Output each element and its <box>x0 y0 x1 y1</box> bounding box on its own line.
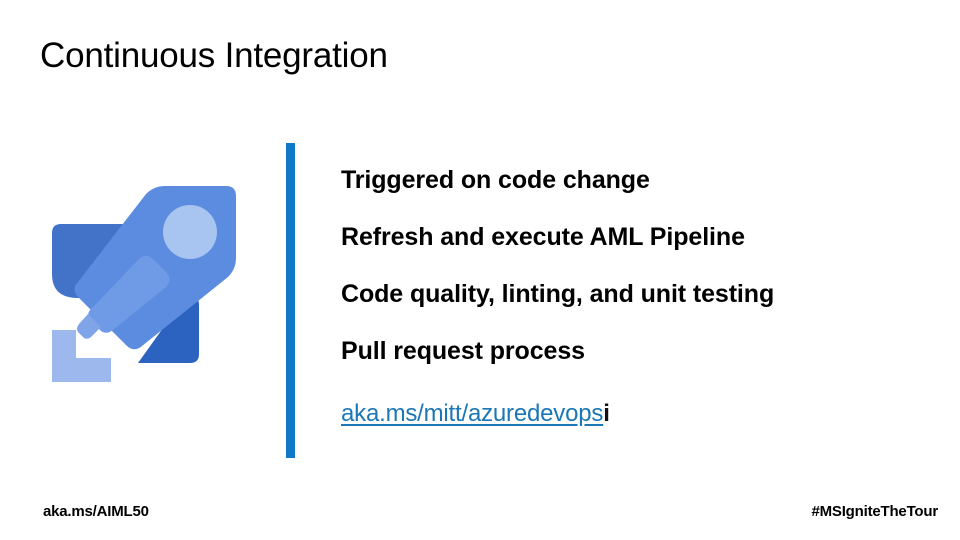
content-list: Triggered on code change Refresh and exe… <box>341 168 921 442</box>
content-line-2: Refresh and execute AML Pipeline <box>341 223 745 251</box>
azure-devops-link[interactable]: aka.ms/mitt/azuredevops <box>341 400 604 427</box>
rocket-body-highlight <box>88 255 170 333</box>
rocket-fin-lower <box>138 296 199 363</box>
content-line-4: Pull request process <box>341 337 585 365</box>
rocket-window <box>163 205 217 259</box>
page-title: Continuous Integration <box>40 36 388 75</box>
accent-bar <box>286 143 295 458</box>
bracket-l-shape <box>52 330 111 382</box>
content-line-3: Code quality, linting, and unit testing <box>341 280 775 308</box>
rocket-launch-icon <box>38 178 254 394</box>
footer-right-hashtag: #MSIgniteTheTour <box>811 503 938 520</box>
content-line-1: Triggered on code change <box>341 166 650 194</box>
footer-left-label: aka.ms/AIML50 <box>43 503 149 520</box>
rocket-exhaust <box>77 314 101 339</box>
link-suffix-char: i <box>603 400 610 427</box>
